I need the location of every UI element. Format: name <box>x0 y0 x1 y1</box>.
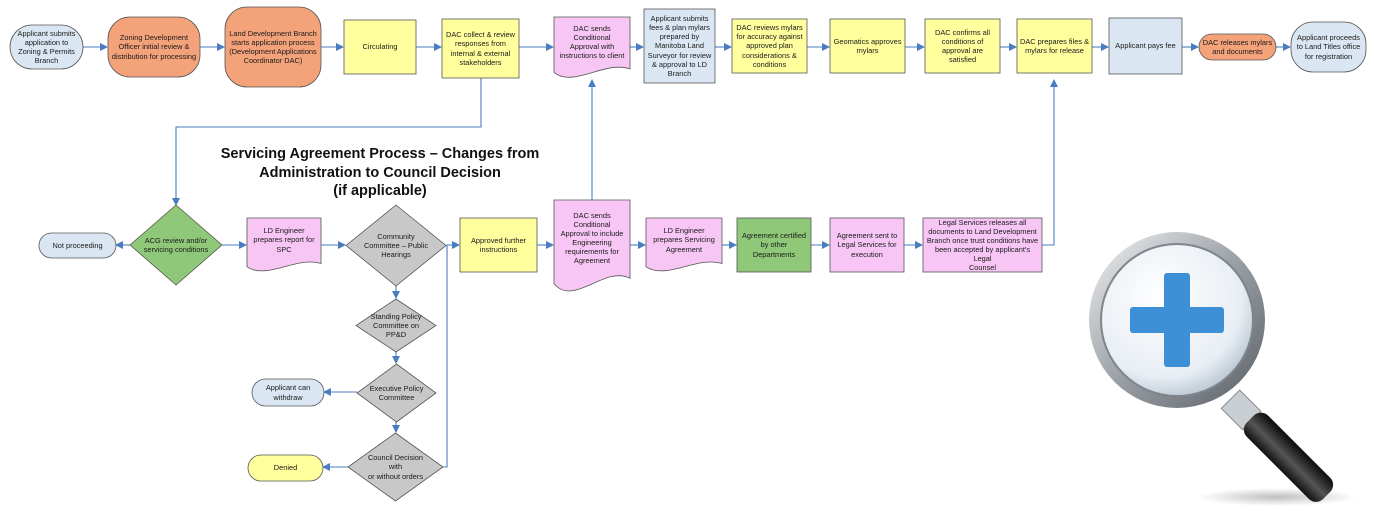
connector <box>443 241 460 468</box>
node-approved-further: Approved further instructions <box>470 235 527 254</box>
node-applicant-submits-shape <box>9 24 84 70</box>
node-geomatics: Geomatics approves mylars <box>833 36 902 55</box>
node-dac-collect: DAC collect & review responses from inte… <box>446 30 515 67</box>
node-legal-services-shape <box>922 217 1043 273</box>
node-dac-releases: DAC releases mylars and documents <box>1202 37 1273 56</box>
node-ld-branch-start: Land Development Branch starts applicati… <box>229 28 317 66</box>
node-applicant-pays-shape <box>1108 17 1183 75</box>
node-council-decision-shape <box>347 432 444 502</box>
node-geomatics-shape <box>829 18 906 74</box>
node-dac-conditional-engineering-shape <box>553 199 631 292</box>
node-dac-conditional-approval: DAC sends Conditional Approval with inst… <box>559 24 625 61</box>
node-dac-conditional-engineering: DAC sends Conditional Approval to includ… <box>560 210 624 265</box>
node-applicant-fees: Applicant submits fees & plan mylars pre… <box>647 14 712 78</box>
magnifier-plus-icon[interactable] <box>1082 225 1372 510</box>
node-dac-reviews-mylars: DAC reviews mylars for accuracy against … <box>736 23 803 69</box>
node-standing-policy-shape <box>355 298 437 353</box>
node-ld-report-shape <box>246 217 322 272</box>
node-not-proceeding: Not proceeding <box>52 240 103 250</box>
node-council-decision: Council Decision with or without orders <box>367 453 424 481</box>
node-approved-further-shape <box>459 217 538 273</box>
node-circulating-shape <box>343 19 417 75</box>
node-denied: Denied <box>273 463 298 473</box>
diagram-title: Servicing Agreement Process – Changes fr… <box>220 146 540 200</box>
node-dac-prepares: DAC prepares files & mylars for release <box>1020 36 1090 55</box>
node-agreement-certified-shape <box>736 217 812 273</box>
node-community-committee-shape <box>345 204 447 287</box>
node-executive-policy-shape <box>356 363 437 423</box>
node-legal-services: Legal Services releases all documents to… <box>926 217 1039 273</box>
node-ld-servicing-agreement: LD Engineer prepares Servicing Agreement <box>653 226 715 254</box>
connector <box>172 78 482 206</box>
node-zoning-review: Zoning Development Officer initial revie… <box>111 33 197 61</box>
node-circulating: Circulating <box>362 42 398 52</box>
node-dac-releases-shape <box>1198 33 1277 61</box>
node-land-titles-shape <box>1290 21 1367 73</box>
node-ld-branch-start-shape <box>224 6 322 88</box>
node-standing-policy: Standing Policy Committee on PP&D <box>370 311 422 340</box>
node-applicant-fees-shape <box>643 8 716 84</box>
connector <box>1042 79 1058 246</box>
node-dac-collect-shape <box>441 18 520 79</box>
node-agreement-certified: Agreement certified by other Departments <box>741 231 807 259</box>
node-dac-confirms: DAC confirms all conditions of approval … <box>934 27 991 65</box>
node-denied-shape <box>247 454 324 482</box>
node-land-titles: Applicant proceeds to Land Titles office… <box>1296 33 1361 61</box>
node-applicant-withdraw: Applicant can withdraw <box>265 383 311 402</box>
node-applicant-submits: Applicant submits application to Zoning … <box>17 28 76 66</box>
node-dac-confirms-shape <box>924 18 1001 74</box>
node-acg-review-shape <box>129 204 223 286</box>
node-agreement-legal-shape <box>829 217 905 273</box>
node-acg-review: ACG review and/or servicing conditions <box>143 235 209 254</box>
node-dac-prepares-shape <box>1016 18 1093 74</box>
node-executive-policy: Executive Policy Committee <box>369 383 424 402</box>
node-ld-report: LD Engineer prepares report for SPC <box>253 226 315 254</box>
node-not-proceeding-shape <box>38 232 117 259</box>
node-agreement-legal: Agreement sent to Legal Services for exe… <box>836 231 898 259</box>
node-dac-conditional-approval-shape <box>553 16 631 78</box>
node-community-committee: Community Committee – Public Hearings <box>363 231 429 260</box>
node-applicant-pays: Applicant pays fee <box>1115 41 1176 51</box>
node-ld-servicing-agreement-shape <box>645 217 723 272</box>
node-zoning-review-shape <box>107 16 201 78</box>
node-dac-reviews-mylars-shape <box>731 18 808 74</box>
node-applicant-withdraw-shape <box>251 378 325 407</box>
